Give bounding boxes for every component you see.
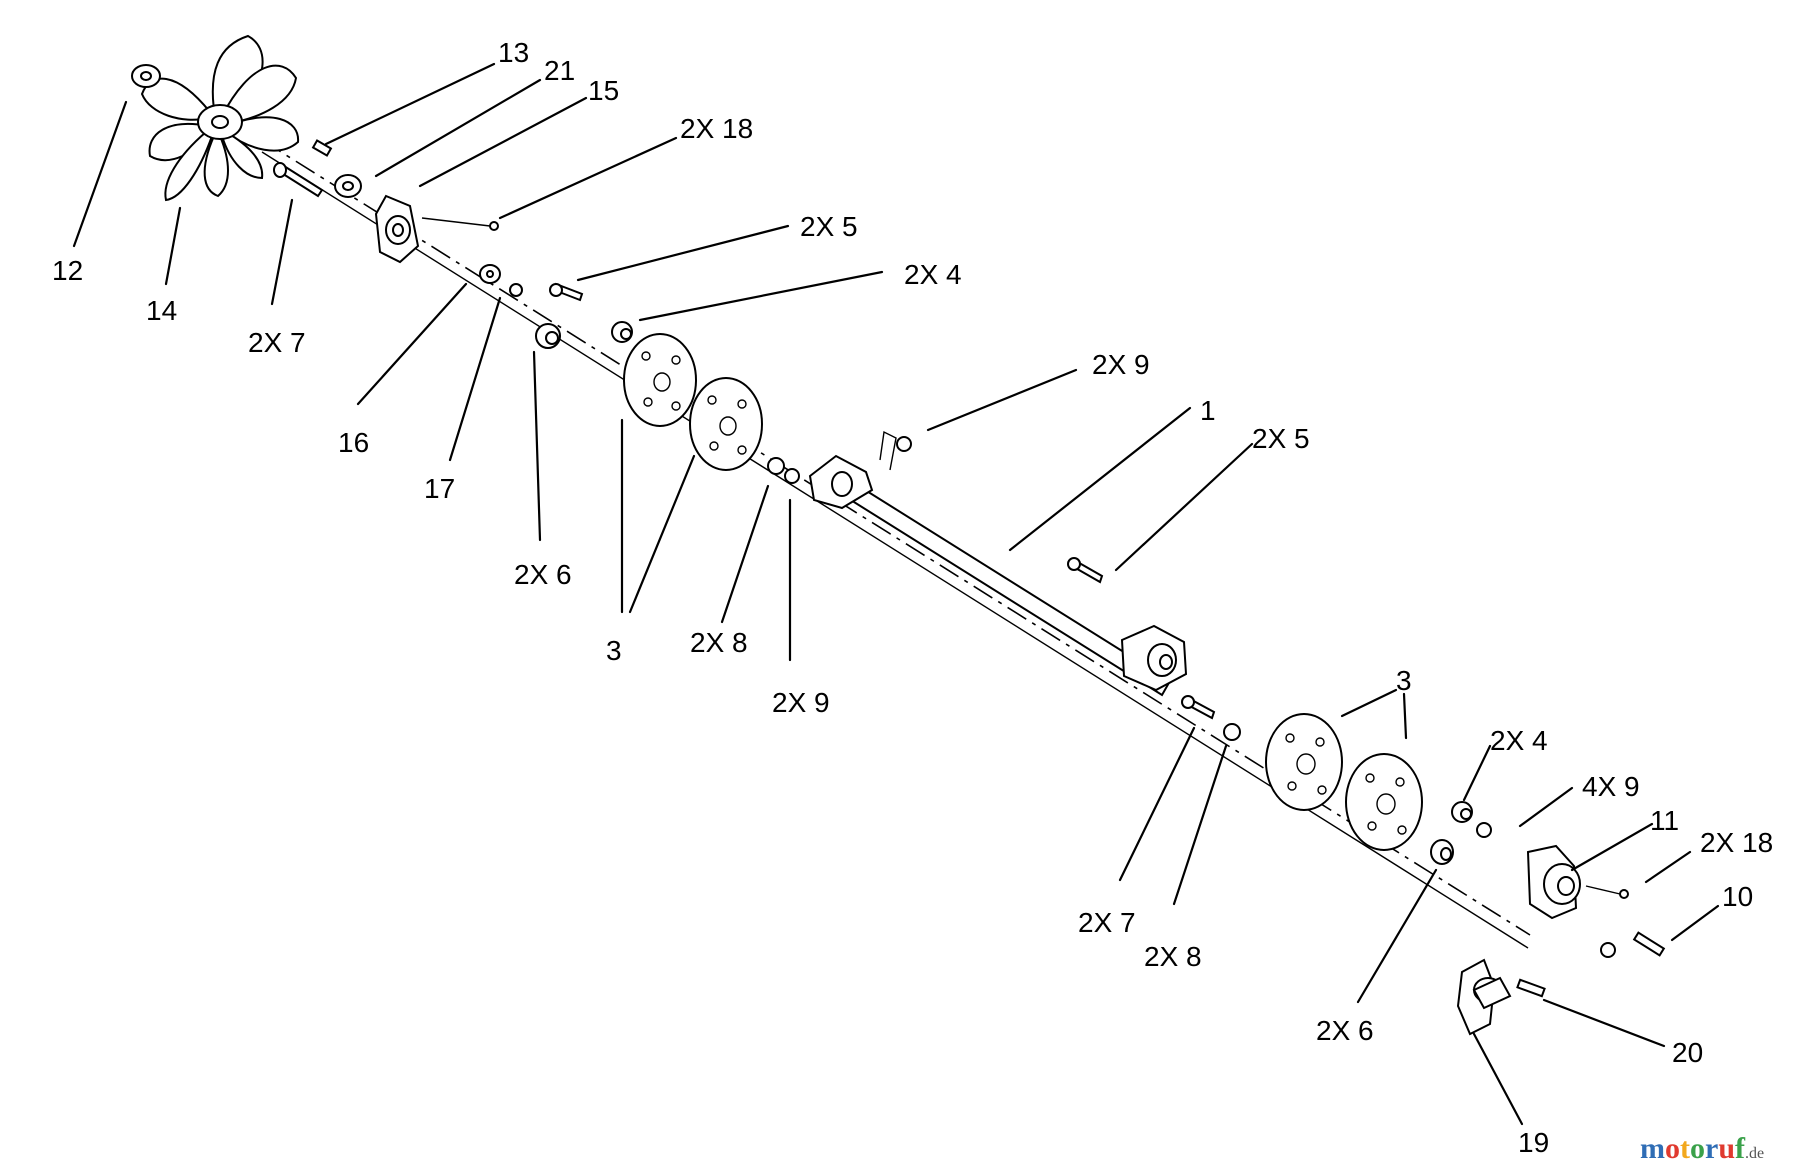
callout-2x7-left: 2X 7: [248, 327, 306, 358]
callout-2x7-right: 2X 7: [1078, 907, 1136, 938]
callout-19: 19: [1518, 1127, 1549, 1158]
tube-bracket-right: [1067, 557, 1188, 692]
callout-2x9-lower: 2X 9: [772, 687, 830, 718]
callout-11: 11: [1650, 805, 1679, 836]
callout-2x8-left: 2X 8: [690, 627, 748, 658]
callout-4x9: 4X 9: [1582, 771, 1640, 802]
callout-1: 1: [1200, 395, 1216, 426]
callout-2x6-left: 2X 6: [514, 559, 572, 590]
pulley-pair-left: [623, 333, 800, 484]
callout-2x9-top: 2X 9: [1092, 349, 1150, 380]
pulley-pair-right: [1181, 695, 1423, 851]
callout-2x5-right: 2X 5: [1252, 423, 1310, 454]
main-tube: [835, 475, 1172, 697]
right-hardware: [1430, 801, 1666, 1036]
left-hardware: [273, 139, 523, 297]
callout-2x18-left: 2X 18: [680, 113, 753, 144]
fan-assembly: [131, 34, 300, 202]
watermark-text: motoruf.de: [1640, 1132, 1764, 1165]
left-hardware-upper: [535, 282, 633, 349]
callout-20: 20: [1672, 1037, 1703, 1068]
shaft-centerlines: [261, 139, 1531, 949]
callout-17: 17: [424, 473, 455, 504]
callout-3-right: 3: [1396, 665, 1412, 696]
callout-2x18-right: 2X 18: [1700, 827, 1773, 858]
callout-10: 10: [1722, 881, 1753, 912]
callout-16: 16: [338, 427, 369, 458]
callout-labels: 13 21 15 2X 18 12 14 2X 7 2X 5 2X 4 16 1…: [52, 37, 1773, 1158]
callout-2x4-left: 2X 4: [904, 259, 962, 290]
callout-13: 13: [498, 37, 529, 68]
callout-3-left: 3: [606, 635, 622, 666]
leader-lines: [72, 62, 1720, 1126]
callout-2x4-right: 2X 4: [1490, 725, 1548, 756]
callout-2x5-left: 2X 5: [800, 211, 858, 242]
watermark-logo: motoruf.de: [1640, 1132, 1764, 1165]
callout-12: 12: [52, 255, 83, 286]
callout-14: 14: [146, 295, 177, 326]
callout-2x8-right: 2X 8: [1144, 941, 1202, 972]
callout-2x6-right: 2X 6: [1316, 1015, 1374, 1046]
tube-bracket-left: [808, 430, 912, 510]
callout-15: 15: [588, 75, 619, 106]
callout-21: 21: [544, 55, 575, 86]
